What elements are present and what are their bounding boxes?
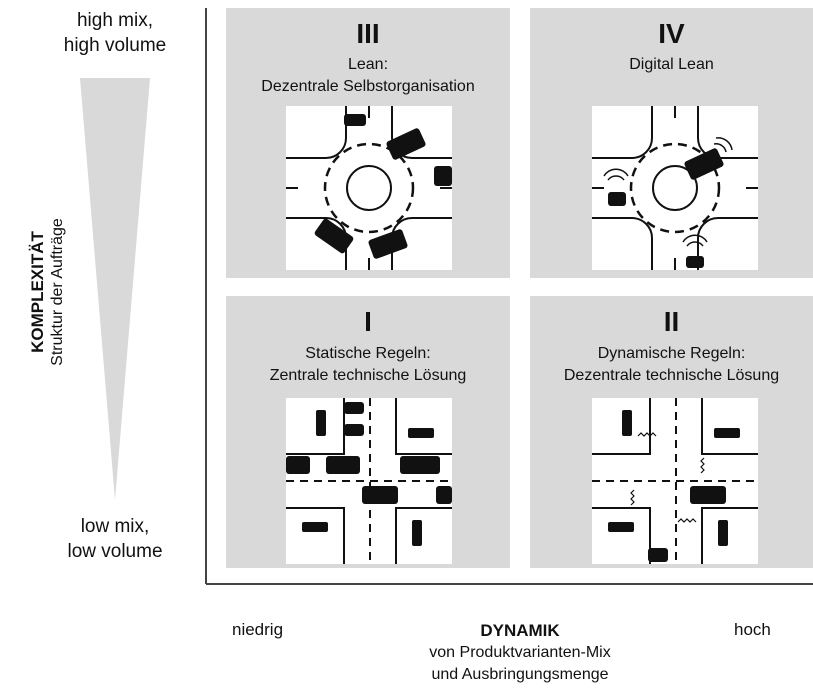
x-axis-label: DYNAMIK von Produktvarianten-Mix und Aus… bbox=[380, 620, 660, 686]
complexity-wedge bbox=[80, 78, 150, 500]
high-mix-line1: high mix, bbox=[76, 10, 154, 31]
high-mix-line2: high volume bbox=[63, 35, 167, 56]
quadrant-iii: III Lean: Dezentrale Selbstorganisation bbox=[226, 8, 510, 278]
x-axis-high-label: hoch bbox=[734, 620, 771, 639]
x-axis-low-label: niedrig bbox=[232, 620, 284, 639]
quadrant-iv: IV Digital Lean bbox=[530, 8, 813, 278]
quadrant-i-line1: Statische Regeln: bbox=[305, 345, 431, 362]
x-axis-title: DYNAMIK bbox=[480, 621, 560, 640]
quadrant-i-numeral: I bbox=[364, 306, 372, 337]
y-axis-title: KOMPLEXITÄT bbox=[28, 231, 47, 353]
y-axis-subtitle: Struktur der Aufträge bbox=[49, 218, 66, 366]
quadrant-i: I Statische Regeln: Zentrale technische … bbox=[226, 296, 510, 568]
low-mix-line2: low volume bbox=[67, 541, 163, 562]
low-mix-line1: low mix, bbox=[80, 516, 150, 537]
y-axis-label: KOMPLEXITÄT Struktur der Aufträge bbox=[28, 162, 72, 422]
high-mix-label: high mix, high volume bbox=[20, 8, 210, 58]
x-axis-subtitle-line1: von Produktvarianten-Mix bbox=[429, 644, 611, 661]
quadrant-iv-line1: Digital Lean bbox=[629, 56, 714, 73]
quadrant-iv-numeral: IV bbox=[658, 18, 685, 49]
quadrant-iii-numeral: III bbox=[356, 18, 380, 49]
roundabout-scene-iii bbox=[286, 106, 452, 270]
intersection-scene-ii bbox=[592, 398, 758, 564]
quadrant-ii-numeral: II bbox=[663, 306, 680, 337]
quadrant-ii-line1: Dynamische Regeln: bbox=[597, 345, 746, 362]
quadrant-ii: II Dynamische Regeln: Dezentrale technis… bbox=[530, 296, 813, 568]
quadrant-i-line2: Zentrale technische Lösung bbox=[269, 367, 467, 384]
roundabout-scene-iv bbox=[592, 106, 758, 270]
quadrant-iii-line1: Lean: bbox=[347, 56, 389, 73]
low-mix-label: low mix, low volume bbox=[20, 514, 210, 564]
intersection-scene-i bbox=[286, 398, 452, 564]
axes bbox=[205, 8, 813, 585]
quadrant-iii-line2: Dezentrale Selbstorganisation bbox=[261, 78, 475, 95]
x-axis-subtitle-line2: und Ausbringungsmenge bbox=[431, 666, 609, 683]
quadrant-ii-line2: Dezentrale technische Lösung bbox=[563, 367, 780, 384]
